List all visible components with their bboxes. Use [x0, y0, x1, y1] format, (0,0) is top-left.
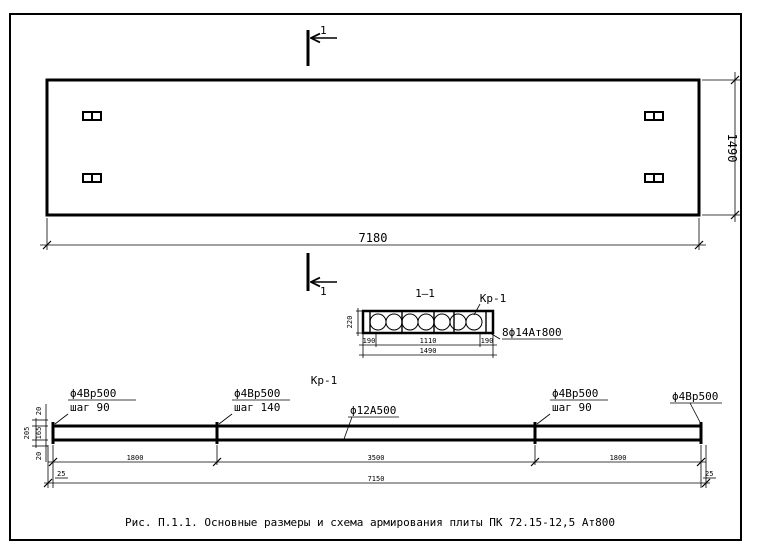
lifting-loop-icon [644, 111, 664, 121]
cage-title: Кр-1 [311, 374, 338, 387]
hollow-cores [369, 313, 483, 331]
lifting-loop-icon [82, 111, 102, 121]
section-cut-top: 1 [306, 24, 337, 66]
section-dim-value: 190 [481, 337, 494, 345]
cage-height-value: 20 [35, 407, 43, 415]
section-outline [361, 309, 495, 335]
cage-end-value: 25 [705, 470, 713, 478]
length-dimension: 7180 [40, 218, 706, 250]
sheet-frame [9, 13, 742, 541]
section-title: 1–1 [415, 287, 435, 300]
slab-outline [45, 78, 701, 217]
lifting-loop-icon [82, 173, 102, 183]
section-view: 1–1 Кр-1 8ϕ14Aт800 220 [346, 287, 563, 358]
cage-view: Кр-1 ϕ4Bp500 шаг 90 ϕ4Bp500 шаг 140 ϕ4Bp… [23, 374, 722, 488]
section-dim-value: 190 [363, 337, 376, 345]
cage-height-value: 165 [35, 427, 43, 440]
cage-callout-step: шаг 140 [234, 401, 280, 414]
cage-callout-step: шаг 90 [552, 401, 592, 414]
cage-dim-value: 3500 [368, 454, 385, 462]
cage-callout-bar: ϕ4Bp500 [552, 387, 598, 400]
cage-dim-value: 1800 [610, 454, 627, 462]
section-rebar-label: 8ϕ14Aт800 [502, 326, 562, 339]
cage-callout-bar: ϕ4Bp500 [234, 387, 280, 400]
cage-total-value: 7150 [368, 475, 385, 483]
plan-view: 1 1 7180 1490 [40, 24, 740, 298]
section-height-value: 220 [346, 316, 354, 329]
section-cut-label: 1 [320, 285, 327, 298]
section-cage-lines [369, 312, 487, 332]
cage-height-value: 205 [23, 427, 31, 440]
section-total-value: 1490 [420, 347, 437, 355]
cage-main-bar-label: ϕ12A500 [350, 404, 396, 417]
section-cut-label: 1 [320, 24, 327, 37]
cage-callout-bar: ϕ4Bp500 [70, 387, 116, 400]
cage-callout-bar: ϕ4Bp500 [672, 390, 718, 403]
figure-caption: Рис. П.1.1. Основные размеры и схема арм… [125, 516, 615, 529]
width-dimension: 1490 [702, 72, 740, 222]
section-cut-bottom: 1 [306, 253, 337, 298]
width-dimension-value: 1490 [725, 134, 739, 163]
lifting-loop-icon [644, 173, 664, 183]
cage-height-value: 20 [35, 452, 43, 460]
length-dimension-value: 7180 [359, 231, 388, 245]
cage-dim-value: 1800 [127, 454, 144, 462]
cage-callout-step: шаг 90 [70, 401, 110, 414]
cage-end-value: 25 [57, 470, 65, 478]
section-cage-label: Кр-1 [480, 292, 507, 305]
section-dim-value: 1110 [420, 337, 437, 345]
